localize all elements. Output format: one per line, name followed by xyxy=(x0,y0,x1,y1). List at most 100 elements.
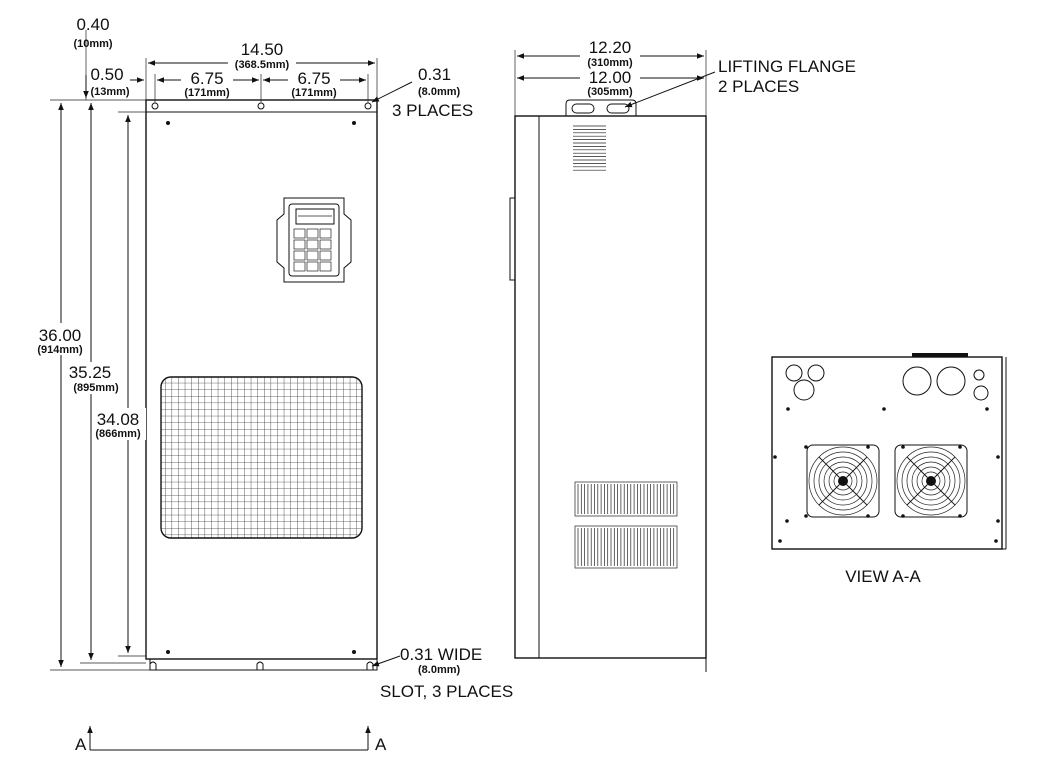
flange-depth-mm: (305mm) xyxy=(587,86,633,98)
fan-guard-spoke xyxy=(934,484,956,506)
fan-guard-ring xyxy=(813,451,873,511)
fan-guard-ring xyxy=(906,456,956,506)
side-offset-mm: (13mm) xyxy=(90,86,129,98)
fan-guard-spoke xyxy=(934,456,956,478)
height-2-label: 35.25 xyxy=(69,363,112,382)
side-view xyxy=(509,99,707,672)
panel-screw xyxy=(996,519,1000,523)
side-dimensions: 12.20 (310mm) 12.00 (305mm) LIFTING FLAN… xyxy=(514,38,856,116)
fan-hub xyxy=(838,476,848,486)
panel-screw xyxy=(804,514,808,518)
overall-width-mm: (368.5mm) xyxy=(235,59,290,71)
fan-guard-ring xyxy=(901,451,961,511)
fan-housing xyxy=(894,444,968,518)
side-body xyxy=(514,115,707,659)
slot-width-mm: (8.0mm) xyxy=(418,664,461,676)
front-dimensions xyxy=(50,30,413,671)
fan-guard-spoke xyxy=(906,484,928,506)
flange-label: LIFTING FLANGE xyxy=(718,57,856,76)
lifting-flange xyxy=(565,99,637,116)
fan-guard-spoke xyxy=(846,484,868,506)
overall-depth-mm: (310mm) xyxy=(587,57,633,69)
side-offset-label: 0.50 xyxy=(90,65,123,84)
section-line: A A xyxy=(75,726,387,754)
panel-top-tab xyxy=(912,353,968,357)
keypad-key xyxy=(293,239,306,250)
bottom-panel xyxy=(771,356,1003,550)
fan-housing xyxy=(806,444,880,518)
panel-screw xyxy=(785,519,789,523)
hole-spacing-left-label: 6.75 xyxy=(190,69,223,88)
top-hole-middle xyxy=(257,102,265,110)
fan-guard-ring xyxy=(916,466,946,496)
fan-guard-ring xyxy=(818,456,868,506)
panel-screw xyxy=(773,455,777,459)
view-a-a: VIEW A-A xyxy=(771,353,1007,586)
fan-hub xyxy=(926,476,936,486)
flange-places-label: 2 PLACES xyxy=(718,77,799,96)
keypad-key xyxy=(319,250,332,261)
front-labels: 14.50 (368.5mm) 6.75 (171mm) 6.75 (171mm… xyxy=(33,15,513,701)
knockout-hole xyxy=(793,379,815,401)
panel-screw xyxy=(866,445,870,449)
top-hole-right xyxy=(364,102,372,110)
hole-size-label: 0.31 xyxy=(418,65,451,84)
keypad xyxy=(276,197,352,283)
screw xyxy=(166,650,170,654)
flange-hole-right xyxy=(606,103,630,114)
knockout-hole xyxy=(902,366,932,396)
fan-guard-ring xyxy=(823,461,863,501)
panel-screw xyxy=(882,407,886,411)
bottom-flange xyxy=(146,658,378,671)
panel-screw xyxy=(994,539,998,543)
slot-places-label: SLOT, 3 PLACES xyxy=(380,682,513,701)
keypad-key xyxy=(319,261,332,272)
view-title: VIEW A-A xyxy=(845,567,921,586)
fan-guard-spoke xyxy=(846,456,868,478)
panel-screw xyxy=(985,407,989,411)
fan-guard-spoke xyxy=(818,484,840,506)
flange-hole-left xyxy=(571,103,595,114)
panel-screw xyxy=(996,455,1000,459)
keypad-key xyxy=(306,261,319,272)
overall-height-mm: (914mm) xyxy=(37,344,83,356)
side-lower-louver-2 xyxy=(574,525,678,569)
flange-depth-label: 12.00 xyxy=(589,68,632,87)
fan-guard-ring xyxy=(833,471,853,491)
front-vent-grille xyxy=(160,376,363,539)
section-left-label: A xyxy=(75,735,87,754)
panel-screw xyxy=(778,539,782,543)
panel-screw xyxy=(786,407,790,411)
panel-screw xyxy=(804,445,808,449)
hole-spacing-right-mm: (171mm) xyxy=(291,87,337,99)
panel-screw xyxy=(901,445,905,449)
knockout-hole xyxy=(785,364,803,382)
top-hole-left xyxy=(151,102,159,110)
louver-frame xyxy=(574,525,678,569)
hole-spacing-right-label: 6.75 xyxy=(297,69,330,88)
fan-guard-ring xyxy=(808,446,878,516)
overall-height-label: 36.00 xyxy=(39,326,82,345)
keypad-key xyxy=(319,239,332,250)
hole-spacing-left-mm: (171mm) xyxy=(184,87,230,99)
section-right-label: A xyxy=(375,735,387,754)
panel-screw xyxy=(958,445,962,449)
side-top-louver xyxy=(573,125,606,171)
overall-width-label: 14.50 xyxy=(241,40,284,59)
keypad-key xyxy=(306,228,319,239)
keypad-key xyxy=(319,228,332,239)
knockout-hole xyxy=(807,364,825,382)
louver-frame xyxy=(574,481,678,517)
top-offset-mm: (10mm) xyxy=(73,38,112,50)
screw xyxy=(352,650,356,654)
keypad-key xyxy=(306,239,319,250)
slot-middle xyxy=(256,661,264,670)
height-3-label: 34.08 xyxy=(97,410,140,429)
fan-guard-ring xyxy=(896,446,966,516)
fan-right xyxy=(894,444,968,518)
knockout-hole xyxy=(973,369,985,381)
fan-guard-spoke xyxy=(818,456,840,478)
screw xyxy=(166,121,170,125)
